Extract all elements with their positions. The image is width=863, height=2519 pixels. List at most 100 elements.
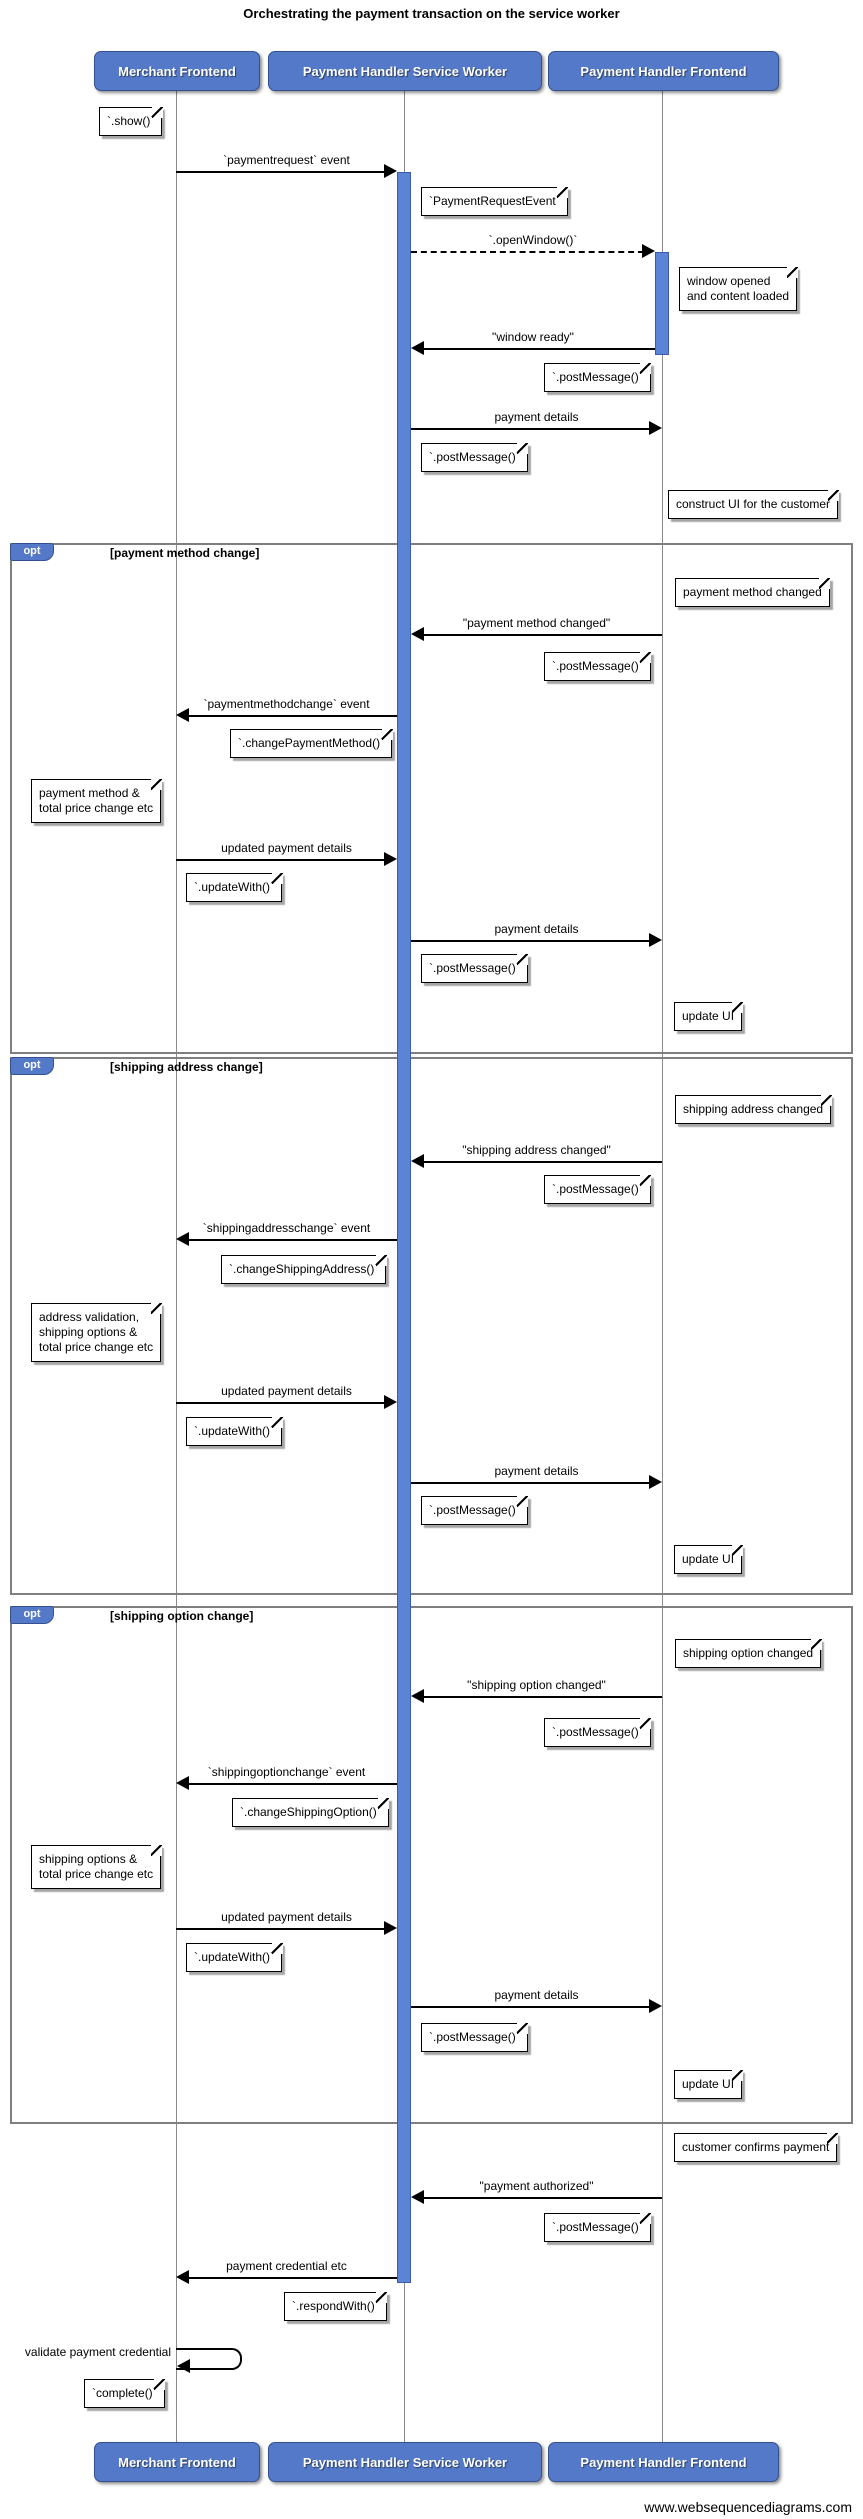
arrowhead-icon (411, 627, 424, 641)
note-text: shipping options & (39, 1852, 138, 1866)
diagram-title: Orchestrating the payment transaction on… (243, 6, 620, 21)
opt-frame-condition: [payment method change] (110, 546, 260, 560)
note: `.postMessage()` (421, 2022, 528, 2052)
message-line (411, 251, 644, 253)
message-label: "shipping address changed" (462, 1143, 611, 1157)
note-text: `PaymentRequestEvent` (429, 194, 560, 208)
note-text: total price change etc (39, 1340, 154, 1354)
note-text: `.postMessage()` (429, 961, 520, 975)
opt-frame-1: opt [payment method change] (10, 543, 853, 1054)
note: `.postMessage()` (544, 2212, 651, 2242)
opt-frame-2: opt [shipping address change] (10, 1057, 853, 1595)
note-text: shipping address changed (683, 1102, 824, 1116)
note: `.postMessage()` (544, 362, 651, 392)
note: `.postMessage()` (544, 1174, 651, 1204)
opt-frame-tab: opt (10, 1606, 54, 1624)
note: `.updateWith()` (186, 1416, 283, 1446)
note-text: shipping options & (39, 1325, 138, 1339)
note: `.changeShippingAddress()` (221, 1254, 388, 1284)
note: payment method &total price change etc (31, 778, 162, 823)
note-text: customer confirms payment (682, 2140, 830, 2154)
note-text: `.postMessage()` (429, 1503, 520, 1517)
message-line (422, 348, 655, 350)
note: `.postMessage()` (421, 953, 528, 983)
note: `PaymentRequestEvent` (421, 186, 568, 216)
note-text: `.respondWith()` (292, 2299, 379, 2313)
opt-frame-condition: [shipping address change] (110, 1060, 263, 1074)
arrowhead-icon (649, 1999, 662, 2013)
note: `.updateWith()` (186, 1942, 283, 1972)
message-line (176, 1402, 386, 1404)
note-text: payment method & (39, 786, 140, 800)
participant-merchant-frontend-bottom: Merchant Frontend (94, 2442, 260, 2482)
note-text: `.postMessage()` (552, 1725, 643, 1739)
message-line (411, 428, 651, 430)
note: update UI (674, 2069, 743, 2099)
message-line (176, 1928, 386, 1930)
opt-frame-tab: opt (10, 1057, 54, 1075)
note-text: address validation, (39, 1310, 140, 1324)
note-text: `complete()` (92, 2386, 157, 2400)
arrowhead-icon (176, 1776, 189, 1790)
arrowhead-icon (649, 421, 662, 435)
message-label: `.openWindow()` (488, 233, 578, 247)
arrowhead-icon (411, 341, 424, 355)
message-line (187, 715, 397, 717)
note-text: construct UI for the customer (676, 497, 831, 511)
note-text: update UI (682, 1552, 735, 1566)
message-line (176, 859, 386, 861)
message-label: payment details (494, 1988, 579, 2002)
message-line (176, 171, 386, 173)
message-line (411, 940, 651, 942)
message-label: `shippingaddresschange` event (202, 1221, 371, 1235)
note-text: `.postMessage()` (429, 450, 520, 464)
participant-payment-handler-service-worker-top: Payment Handler Service Worker (268, 51, 542, 91)
lifeline-payment-handler-frontend (662, 91, 663, 2442)
note: `.postMessage()` (544, 651, 651, 681)
note: `.respondWith()` (284, 2291, 387, 2321)
participant-payment-handler-frontend-bottom: Payment Handler Frontend (548, 2442, 779, 2482)
arrowhead-icon (384, 164, 397, 178)
note: `.postMessage()` (421, 1495, 528, 1525)
message-line (411, 1482, 651, 1484)
arrowhead-icon (384, 1395, 397, 1409)
note-text: `.postMessage()` (552, 1182, 643, 1196)
note-text: update UI (682, 1009, 735, 1023)
note: `.changePaymentMethod()` (230, 728, 393, 758)
note-text: `.postMessage()` (552, 659, 643, 673)
opt-frame-tab: opt (10, 543, 54, 561)
note: shipping address changed (675, 1094, 832, 1124)
message-label: "payment authorized" (479, 2179, 594, 2193)
arrowhead-icon (411, 1689, 424, 1703)
note: shipping options &total price change etc (31, 1844, 162, 1889)
note-text: `.changeShippingOption()` (240, 1805, 381, 1819)
note-text: total price change etc (39, 1867, 154, 1881)
message-line (187, 2277, 397, 2279)
participant-merchant-frontend-top: Merchant Frontend (94, 51, 260, 91)
message-label: `paymentrequest` event (223, 153, 350, 167)
note: address validation,shipping options &tot… (31, 1302, 162, 1362)
message-line (187, 1783, 397, 1785)
message-label: updated payment details (221, 1910, 352, 1924)
arrowhead-icon (176, 708, 189, 722)
note-text: `.postMessage()` (429, 2030, 520, 2044)
note: `.postMessage()` (421, 442, 528, 472)
note-text: `.changePaymentMethod()` (238, 736, 385, 750)
note: `.updateWith()` (186, 872, 283, 902)
note-text: `.show()` (107, 114, 155, 128)
message-line (422, 634, 662, 636)
watermark-link[interactable]: www.websequencediagrams.com (644, 2499, 852, 2515)
note-text: shipping option changed (683, 1646, 814, 1660)
self-message-loop (176, 2348, 242, 2370)
message-line (422, 1161, 662, 1163)
message-label: "payment method changed" (462, 616, 611, 630)
arrowhead-icon (177, 2359, 190, 2373)
participant-payment-handler-service-worker-bottom: Payment Handler Service Worker (268, 2442, 542, 2482)
note-text: `.postMessage()` (552, 370, 643, 384)
arrowhead-icon (649, 933, 662, 947)
service-worker-activation (397, 172, 411, 2283)
message-label: payment details (494, 1464, 579, 1478)
note: customer confirms payment (674, 2132, 839, 2162)
opt-frame-condition: [shipping option change] (110, 1609, 254, 1623)
